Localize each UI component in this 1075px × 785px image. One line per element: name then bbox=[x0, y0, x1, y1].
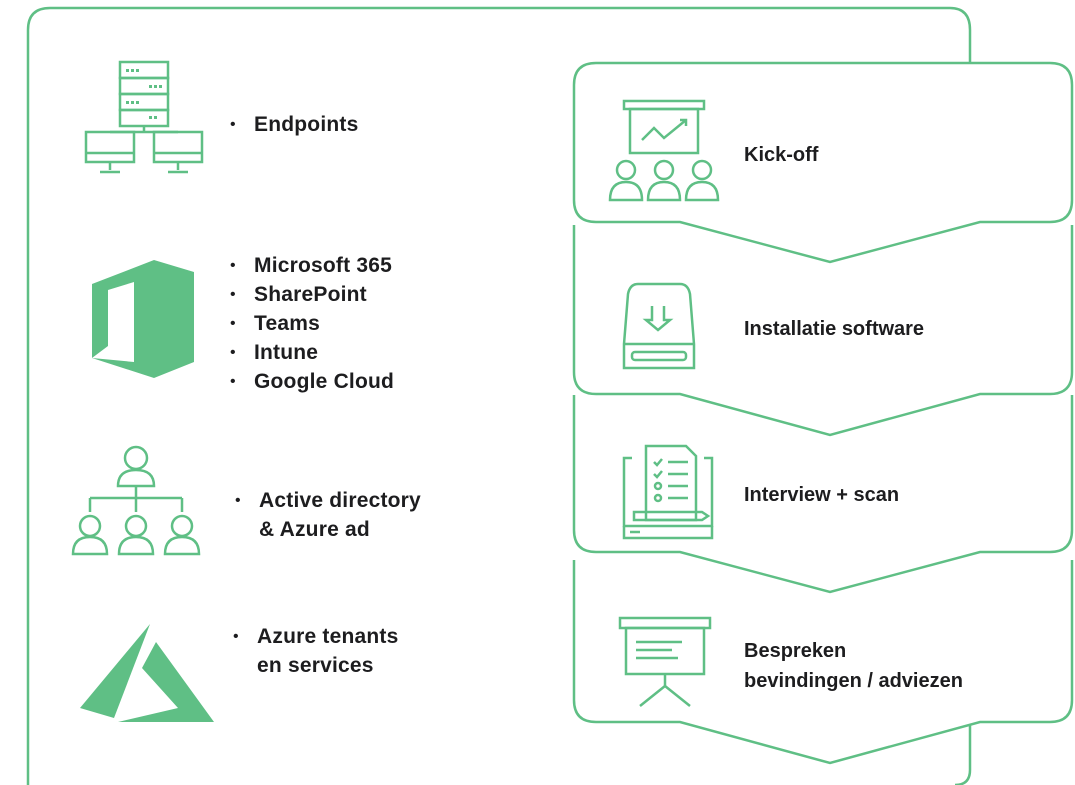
azure-logo-icon bbox=[80, 624, 214, 722]
step-2-shape bbox=[572, 225, 1074, 437]
presentation-audience-icon bbox=[608, 99, 720, 202]
server-network-icon bbox=[84, 60, 204, 174]
laptop-checklist-icon bbox=[622, 444, 714, 540]
org-hierarchy-icon bbox=[71, 445, 201, 556]
scope-group-azure: Azure tenants en services bbox=[233, 622, 398, 680]
presentation-board-icon bbox=[618, 616, 712, 707]
step-3-shape bbox=[572, 395, 1074, 594]
scope-item: Intune bbox=[230, 338, 394, 367]
scope-item-continuation: en services bbox=[257, 654, 374, 677]
step-4-shape bbox=[572, 560, 1074, 765]
step-3-label: Interview + scan bbox=[744, 484, 900, 506]
scope-item: Azure tenants bbox=[233, 622, 398, 651]
step-4-label-line-1: Bespreken bbox=[744, 640, 847, 662]
step-4-label-line-2: bevindingen / adviezen bbox=[744, 670, 963, 692]
office-365-icon bbox=[92, 260, 194, 378]
step-1-label: Kick-off bbox=[744, 144, 819, 166]
scope-group-directory: Active directory & Azure ad bbox=[235, 486, 421, 544]
drive-download-icon bbox=[622, 282, 696, 370]
scope-item: Endpoints bbox=[230, 110, 358, 139]
scope-item: Teams bbox=[230, 309, 394, 338]
scope-item: Google Cloud bbox=[230, 367, 394, 396]
scope-group-cloud-apps: Microsoft 365 SharePoint Teams Intune Go… bbox=[230, 251, 394, 396]
step-2-label: Installatie software bbox=[744, 318, 925, 340]
scope-item-continuation: & Azure ad bbox=[259, 518, 370, 541]
scope-item: SharePoint bbox=[230, 280, 394, 309]
scope-item: Active directory bbox=[235, 486, 421, 515]
scope-item: Microsoft 365 bbox=[230, 251, 394, 280]
step-4-label: Bespreken bevindingen / adviezen bbox=[744, 636, 963, 696]
scope-group-endpoints: Endpoints bbox=[230, 110, 358, 139]
